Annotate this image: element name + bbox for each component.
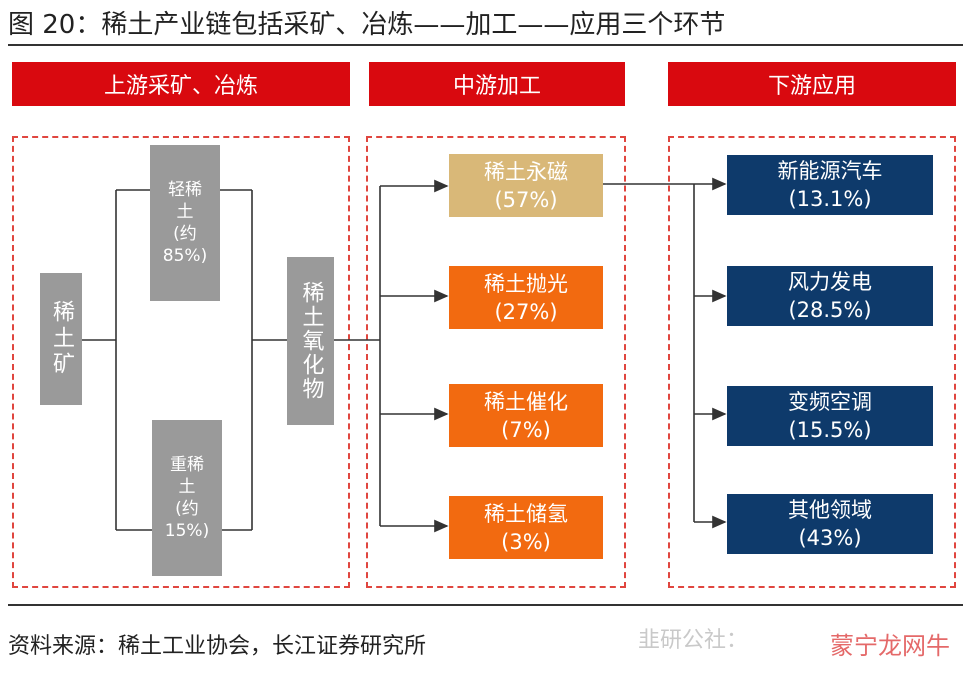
mid-label: 稀土催化 [484,389,568,414]
mid-pct: (57%) [494,187,558,212]
top-rule [8,44,963,46]
midstream-frame [366,136,626,588]
rare-earth-ore-label: 稀土矿 [49,300,74,378]
rare-earth-oxide-box: 稀土氧化物 [287,257,334,425]
light-line-3: (约 [173,224,197,244]
downstream-box-wind-power: 风力发电 (28.5%) [727,266,933,326]
figure-title: 图 20：稀土产业链包括采矿、冶炼——加工——应用三个环节 [8,10,726,40]
midstream-box-polishing: 稀土抛光 (27%) [449,266,603,329]
source-note: 资料来源：稀土工业协会，长江证券研究所 [8,634,427,659]
light-line-2: 土 [176,202,194,222]
heavy-line-1: 重稀 [170,455,204,475]
midstream-box-catalysis: 稀土催化 (7%) [449,384,603,447]
downstream-box-nev: 新能源汽车 (13.1%) [727,155,933,215]
heavy-rare-earth-box: 重稀 土 (约 15%) [152,420,222,576]
bottom-rule [8,604,963,606]
rare-earth-ore-box: 稀土矿 [40,273,82,405]
mid-pct: (3%) [501,529,551,554]
watermark-logo: 蒙宁龙网牛 [830,632,950,660]
heavy-line-3: (约 [175,499,199,519]
header-upstream: 上游采矿、冶炼 [12,62,350,106]
down-label: 变频空调 [788,390,872,414]
light-line-4: 85%) [162,246,208,266]
down-label: 风力发电 [788,270,872,294]
down-pct: (28.5%) [788,298,872,322]
upstream-frame [12,136,350,588]
heavy-line-4: 15%) [164,521,210,541]
heavy-line-2: 土 [178,477,196,497]
header-downstream: 下游应用 [668,62,956,106]
down-pct: (15.5%) [788,418,872,442]
mid-pct: (27%) [494,299,558,324]
midstream-box-permanent-magnet: 稀土永磁 (57%) [449,154,603,217]
downstream-frame [668,136,956,588]
mid-label: 稀土抛光 [484,271,568,296]
rare-earth-oxide-label: 稀土氧化物 [298,281,324,401]
down-label: 新能源汽车 [777,159,883,183]
light-rare-earth-box: 轻稀 土 (约 85%) [150,145,220,301]
mid-label: 稀土永磁 [484,159,568,184]
downstream-box-other: 其他领域 (43%) [727,494,933,554]
watermark: 韭研公社： [638,628,749,653]
down-pct: (43%) [798,526,862,550]
light-line-1: 轻稀 [168,180,202,200]
down-pct: (13.1%) [788,187,872,211]
header-midstream: 中游加工 [369,62,625,106]
down-label: 其他领域 [788,498,872,522]
mid-pct: (7%) [501,417,551,442]
mid-label: 稀土储氢 [484,501,568,526]
downstream-box-inverter-ac: 变频空调 (15.5%) [727,386,933,446]
midstream-box-hydrogen-storage: 稀土储氢 (3%) [449,496,603,559]
